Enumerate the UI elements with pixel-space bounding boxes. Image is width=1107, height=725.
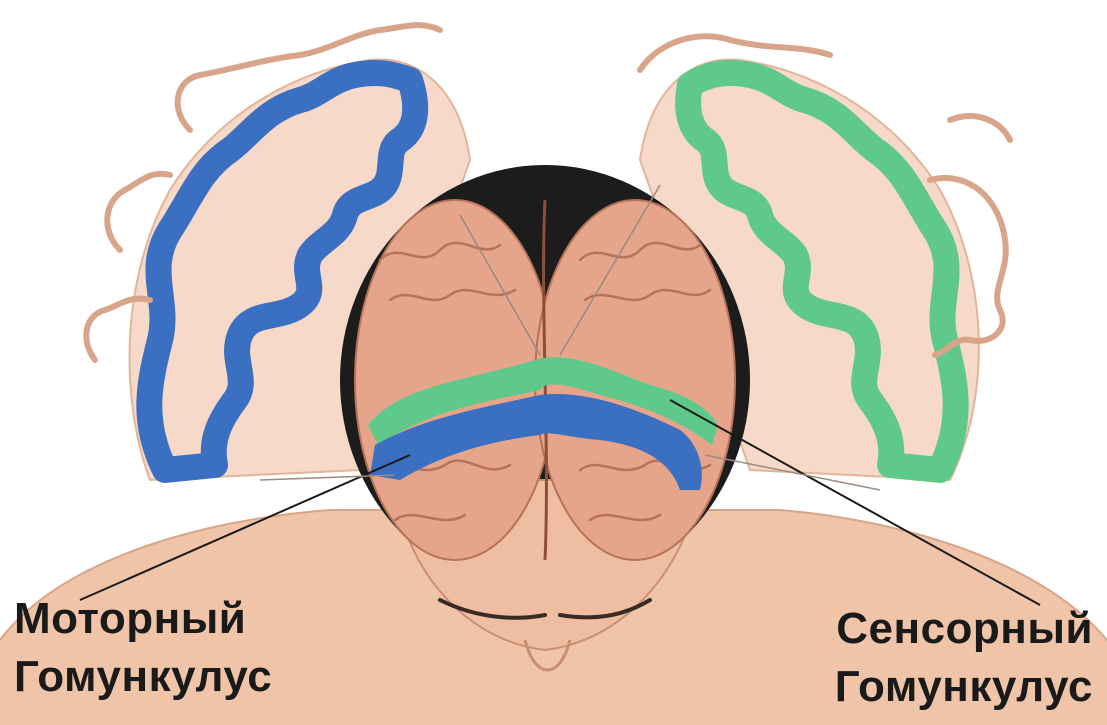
sensory-homunculus-label: Сенсорный Гомункулус (835, 600, 1093, 716)
sensory-label-line1: Сенсорный (835, 600, 1093, 658)
motor-homunculus-label: Моторный Гомункулус (14, 590, 272, 706)
brain-top-view (355, 200, 735, 560)
motor-label-line2: Гомункулус (14, 648, 272, 706)
motor-label-line1: Моторный (14, 590, 272, 648)
sensory-label-line2: Гомункулус (835, 658, 1093, 716)
